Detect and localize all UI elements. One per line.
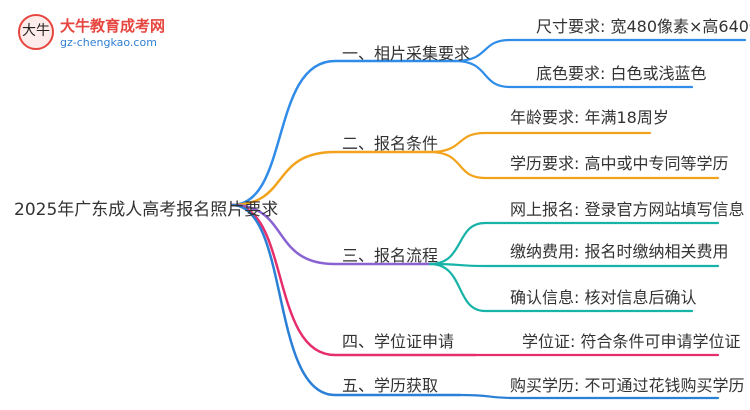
leaf-connector-3-1 (428, 221, 720, 266)
branch-5-label: 五、学历获取 (342, 376, 439, 395)
branch-2-label: 二、报名条件 (342, 134, 439, 153)
leaf-5-1: 购买学历: 不可通过花钱购买学历 (510, 376, 745, 395)
leaf-connector-2-2 (428, 150, 720, 180)
leaf-connector-1-1 (453, 38, 747, 63)
branch-1-label: 一、相片采集要求 (342, 44, 471, 63)
leaf-3-3: 确认信息: 核对信息后确认 (510, 288, 697, 307)
root-topic: 2025年广东成人高考报名照片要求 (14, 200, 279, 220)
leaf-connector-5-1 (458, 393, 720, 400)
leaf-1-2: 底色要求: 白色或浅蓝色 (536, 64, 707, 83)
logo-site-url: gz-chengkao.com (60, 36, 157, 49)
leaf-2-1: 年龄要求: 年满18周岁 (510, 108, 669, 127)
leaf-4-1: 学位证: 符合条件可申请学位证 (522, 332, 741, 351)
leaf-connector-3-2 (428, 262, 720, 268)
leaf-connector-1-2 (453, 59, 694, 89)
trunk-connector-5 (230, 203, 462, 397)
logo-mark-icon: 大牛 (18, 14, 54, 50)
leaf-1-1: 尺寸要求: 宽480像素×高640像素 (536, 17, 750, 36)
leaf-3-1: 网上报名: 登录官方网站填写信息 (510, 200, 745, 219)
leaf-connector-2-1 (428, 131, 652, 154)
trunk-connector-3 (230, 203, 432, 266)
branch-3-label: 三、报名流程 (342, 246, 439, 265)
site-logo: 大牛 大牛教育成考网 gz-chengkao.com (18, 14, 228, 54)
logo-site-name: 大牛教育成考网 (60, 17, 166, 35)
leaf-2-2: 学历要求: 高中或中专同等学历 (510, 154, 729, 173)
leaf-3-2: 缴纳费用: 报名时缴纳相关费用 (510, 242, 729, 261)
trunk-connector-1 (230, 59, 457, 207)
leaf-connector-3-3 (428, 262, 694, 313)
branch-4-label: 四、学位证申请 (342, 332, 455, 351)
trunk-connector-2 (230, 150, 432, 207)
